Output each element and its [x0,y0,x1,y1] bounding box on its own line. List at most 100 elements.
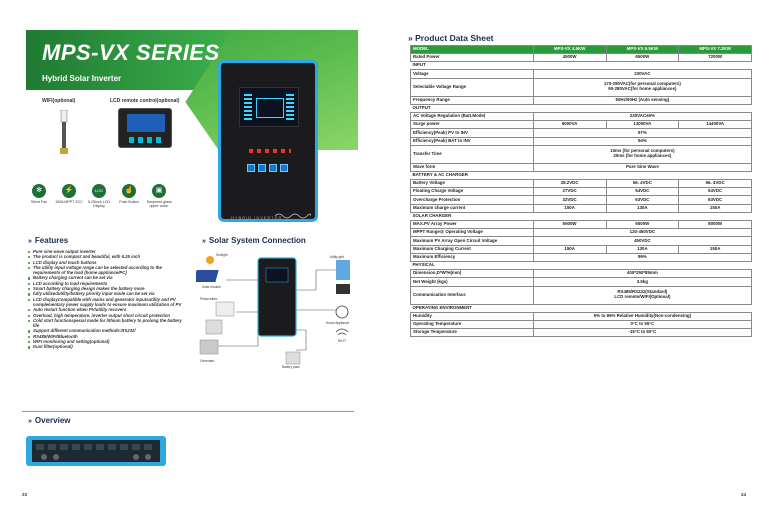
row-label: Maximum Charging Current [410,244,534,254]
cell-value: 6500W [605,219,680,230]
column-header: MPS-VX 6.5KW [605,45,680,54]
row-label: Voltage [410,69,534,79]
table-section-row: OUTPUT [410,103,752,113]
cell-value: 7200W [678,52,752,63]
cell-value: 63VDC [678,195,752,205]
list-item: Battery charging current can be set via [28,275,188,280]
wifi-option-label: WIFI(optional) [42,98,76,104]
cell-value: 230VAC±5% [532,111,753,122]
row-label: Maximum Efficiency [410,252,534,262]
chevron-right-icon: » [28,418,32,425]
cell-value: 56. 4VDC [605,179,680,189]
row-label: Wave form [410,162,534,172]
cell-value: 99% [532,252,753,262]
inverter-brand: HYBRID INVERTER [231,215,283,220]
cell-value: 5% to 95% Relative Humidity(Non-condensi… [532,311,753,321]
table-section-row: INPUT [410,61,752,71]
cell-value: 3.5kg [532,277,753,287]
cell-value-line: 170-280VAC(for personal computers) [603,81,681,87]
sine-wave-icon [275,213,311,219]
feature-icon-label: 6.25inch LCD Display [88,200,110,208]
cell-value: 13000VA [605,120,680,130]
table-section-row: PHYSICAL [410,260,752,271]
cell-value: 56. 4VDC [678,179,752,189]
utility-icon [336,260,350,280]
column-header: MPS-VX 7.2KW [678,45,752,54]
cell-value: 150A [532,244,607,254]
cell-value: 130A [605,203,680,213]
cell-value: 28.2VDC [532,179,607,189]
lcd-remote-option-label: LCD remote control(optional) [110,98,180,104]
feature-icon-label: Tempered glass upper cover [146,200,172,208]
wifi-dongle-image [60,110,68,154]
cell-value: 50Hz/60Hz (Auto sensing) [532,95,753,105]
row-label: MPPT Range@ Operating Voltage [410,228,534,238]
row-label: Net Weight (kgs) [410,277,534,287]
cell-value: 120-450VDC [532,228,753,238]
product-title: MPS-VX SERIES [42,40,220,65]
cell-value: 97% [532,128,753,138]
row-label: Transfer Time [410,144,534,164]
row-label: Battery Voltage [410,179,534,189]
lcd-remote-buttons [129,137,163,143]
table-section-row: BATTERY & AC CHARGER [410,170,752,181]
solar-connection-diagram: Sunlight Solar module Photovoltaic Gener… [196,253,350,369]
section-label: OPERATING ENVIRONMENT [410,303,752,313]
cell-value: -15°C to 60°C [532,328,753,338]
inverter-buttons [247,159,293,172]
mppt-icon: ⚡ [62,184,76,198]
list-item: The product is compact and beautiful, wi… [28,254,188,259]
cell-value: 54VDC [678,187,752,197]
cell-value: 150A [678,203,752,213]
row-label: Overcharge Protection [410,195,534,205]
battery-icon [205,319,223,335]
section-label: SOLAR CHARGER [410,211,752,222]
battery-pack-icon [285,351,301,365]
table-row: AC Voltage Regulation (Batt.Mode)230VAC±… [410,111,753,122]
cell-value: 6500W [605,52,680,63]
photovoltaic-icon [215,301,235,317]
cell-value: RS485/RS232(Standard)LCD remote/WIFI(Opt… [532,285,753,305]
page-number-left: 23 [22,492,28,497]
list-item: The utility input voltage range can be s… [28,265,188,276]
solar-panel-icon [196,270,219,282]
cell-value: 400*250*85mm [532,269,753,279]
utility-label: Utility grid [330,255,344,259]
cell-value-line: 20ms (for home appliances) [613,153,672,159]
wifi-label: WI-FI [338,339,346,343]
row-label: Surge power [410,120,534,130]
cell-value: 8000W [678,219,752,230]
section-divider [22,411,354,412]
wifi-icon [335,328,349,336]
photovoltaic-label: Photovoltaic [200,297,218,301]
cell-value: 170-280VAC(for personal computers)90-280… [532,77,753,97]
left-page: MPS-VX SERIES Hybrid Solar Inverter WIFI… [22,30,358,497]
home-appliance-label: Home Appliance [326,321,349,325]
fan-icon: ✻ [32,184,46,198]
feature-icon-label: 150A MPPT SCC [55,200,83,204]
cell-value: 94% [532,136,753,146]
cell-value: 14400VA [678,120,752,130]
row-label: Frequency Range [410,95,534,105]
section-label: OUTPUT [410,103,752,113]
inverter-display [239,87,299,127]
list-item: LCD display and touch buttons [28,260,188,265]
row-label: Selectable Voltage Range [410,77,534,97]
product-subtitle: Hybrid Solar Inverter [42,74,122,83]
solar-connection-heading: »Solar System Connection [202,236,306,245]
inverter-leds [249,149,291,153]
